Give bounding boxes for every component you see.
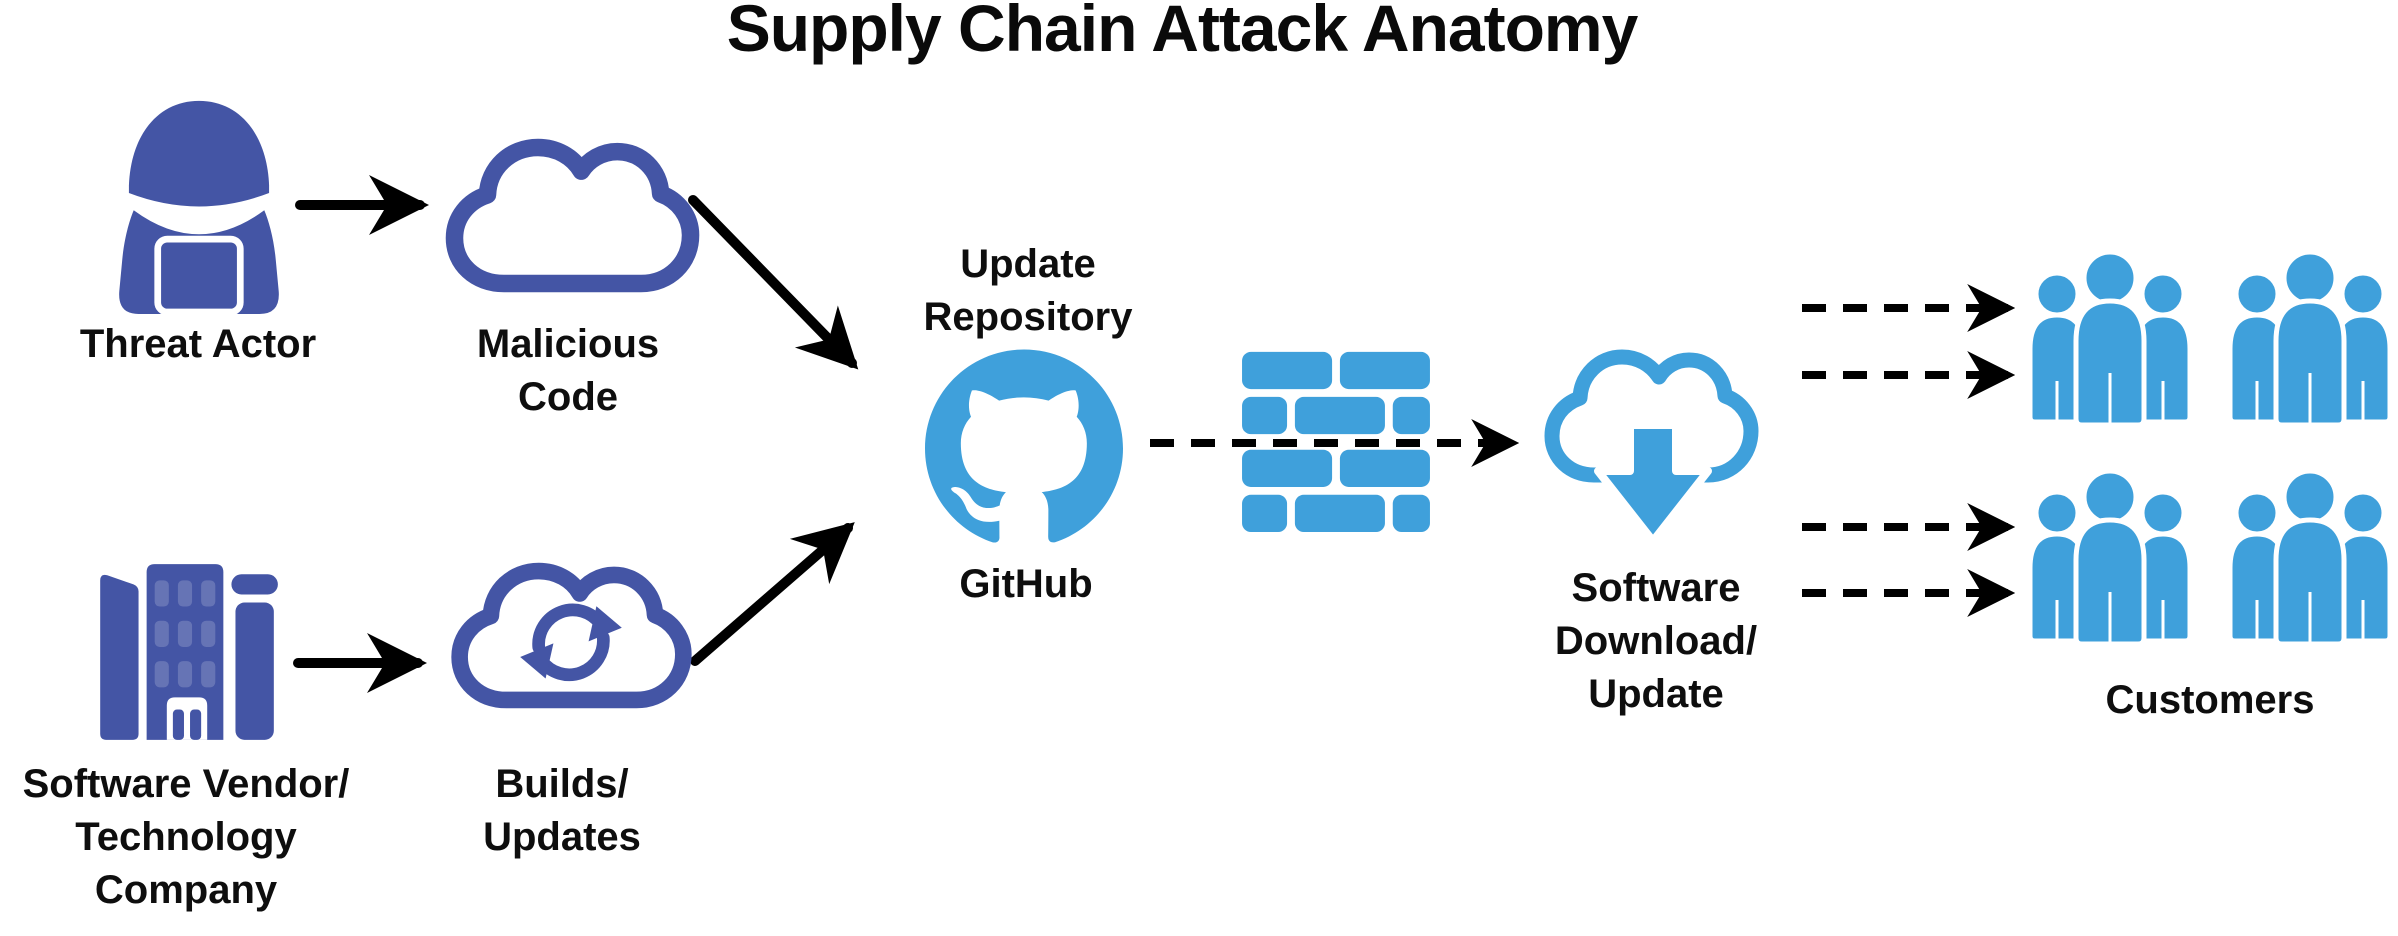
github-octocat-icon bbox=[925, 349, 1123, 543]
update-repository-label: Update Repository bbox=[923, 242, 1133, 339]
people-group-icon bbox=[2022, 466, 2198, 646]
people-group-icon bbox=[2222, 247, 2398, 427]
cloud-outline-icon bbox=[445, 138, 700, 293]
customers-label: Customers bbox=[2105, 678, 2315, 722]
people-group-icon bbox=[2222, 466, 2398, 646]
software-vendor-label: Software Vendor/ Technology Company bbox=[22, 762, 350, 912]
brick-wall-icon bbox=[1242, 351, 1430, 532]
software-download-label: Software Download/ Update bbox=[1554, 566, 1758, 716]
arrow-builds-to-github bbox=[690, 522, 855, 666]
arrow-malicious-code-to-github bbox=[688, 195, 859, 370]
cloud-sync-icon bbox=[451, 562, 692, 709]
builds-updates-label: Builds/ Updates bbox=[483, 762, 641, 859]
github-label: GitHub bbox=[959, 562, 1093, 606]
sync-arrows-glyph bbox=[520, 603, 622, 682]
diagram-title: Supply Chain Attack Anatomy bbox=[726, 0, 1639, 65]
hacker-at-laptop-icon bbox=[119, 100, 279, 316]
cloud-download-icon bbox=[1544, 349, 1759, 545]
malicious-code-label: Malicious Code bbox=[476, 322, 660, 419]
people-group-icon bbox=[2022, 247, 2198, 427]
threat-actor-label: Threat Actor bbox=[79, 322, 317, 366]
office-buildings-icon bbox=[100, 564, 278, 740]
